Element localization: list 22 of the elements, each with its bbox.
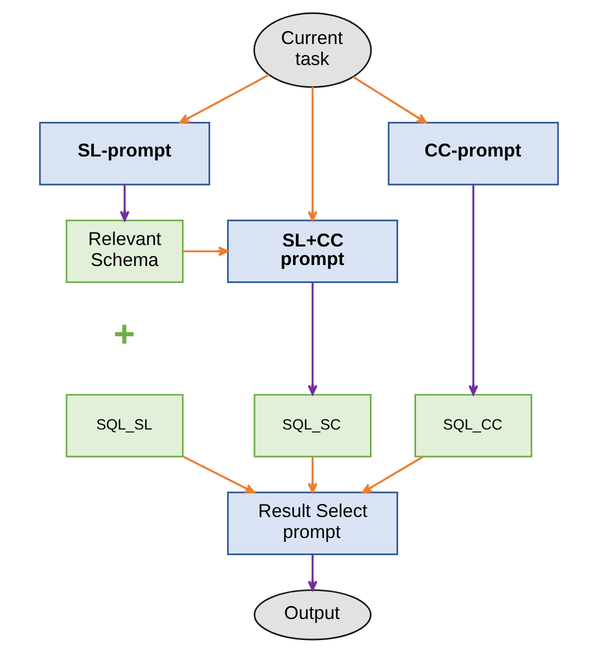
arrow xyxy=(352,76,427,124)
node-box: SL+CC prompt xyxy=(227,220,398,284)
node-ellipse: Output xyxy=(254,589,372,640)
node-box: Relevant Schema xyxy=(66,220,184,284)
arrow xyxy=(468,184,478,396)
arrow xyxy=(120,185,130,222)
node-box: SQL_SC xyxy=(254,394,372,458)
arrow xyxy=(308,86,318,222)
node-box: SQL_SL xyxy=(66,394,184,458)
arrow xyxy=(308,457,318,494)
arrow xyxy=(308,282,318,396)
node-box: CC-prompt xyxy=(388,122,559,186)
arrow xyxy=(362,456,424,494)
arrow xyxy=(183,246,229,256)
node-box: SL-prompt xyxy=(39,122,210,186)
arrow xyxy=(308,554,318,591)
node-ellipse: Current task xyxy=(253,12,372,88)
arrow xyxy=(182,456,255,494)
label: + xyxy=(114,312,136,355)
node-box: SQL_CC xyxy=(414,394,532,458)
node-box: Result Select prompt xyxy=(227,492,398,556)
arrow xyxy=(179,74,270,124)
